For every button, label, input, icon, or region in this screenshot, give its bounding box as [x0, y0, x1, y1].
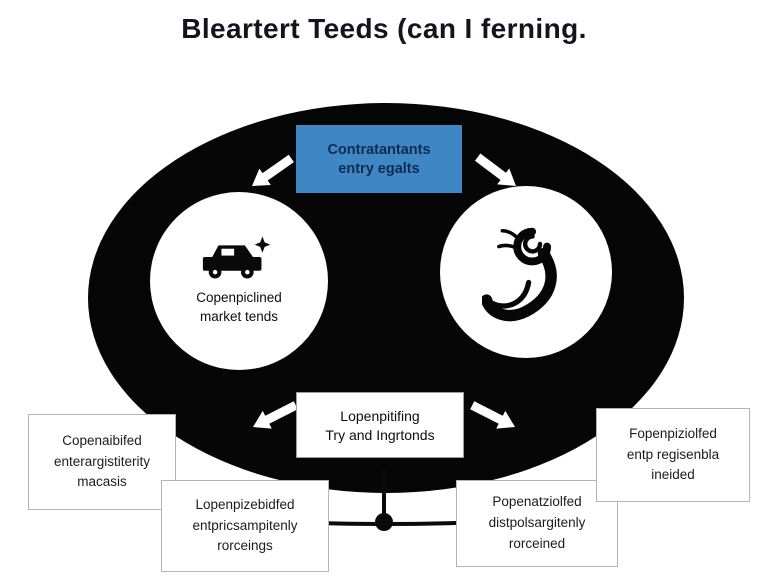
- car-sparkle-icon: [202, 236, 271, 279]
- top-label-line1: Contratantants: [327, 141, 431, 158]
- top-label-box: Contratantants entry egalts: [296, 125, 462, 193]
- left-circle: Copenpiclined market tends: [150, 192, 328, 370]
- left-circle-line1: Copenpiclined: [196, 290, 282, 306]
- outer-box-right-line1: Fopenpiziolfed: [629, 425, 717, 441]
- bottom-label-line2: Try and Ingrtonds: [325, 426, 435, 443]
- outer-box-center-left-line1: Lopenpizebidfed: [195, 496, 295, 512]
- page-title: Bleartert Teeds (can I ferning.: [181, 13, 587, 44]
- outer-box-right-line2: entp regisenbla: [626, 446, 720, 462]
- outer-box-right-line3: ineided: [651, 467, 695, 483]
- outer-box-right: Fopenpiziolfed entp regisenbla ineided: [596, 408, 750, 502]
- outer-box-center-right-line3: rorceined: [508, 535, 566, 551]
- left-circle-label: Copenpiclined market tends: [196, 289, 282, 325]
- bottom-label-box: Lopenpitifing Try and Ingrtonds: [296, 392, 464, 458]
- left-circle-line2: market tends: [199, 308, 279, 324]
- outer-box-center-left: Lopenpizebidfed entpricsampitenly rorcei…: [161, 480, 329, 572]
- top-label-line2: entry egalts: [338, 160, 420, 177]
- right-circle: [440, 186, 612, 358]
- outer-box-left-line3: macasis: [77, 474, 127, 490]
- outer-box-left: Copenaibifed enterargistiterity macasis: [28, 414, 176, 510]
- outer-box-left-line2: enterargistiterity: [53, 453, 151, 469]
- swirl-ornament-icon: [482, 227, 557, 322]
- connector-dot: [375, 513, 393, 531]
- bottom-label-line1: Lopenpitifing: [340, 407, 420, 424]
- outer-box-center-left-line3: rorceings: [217, 538, 273, 554]
- outer-box-center-right-line2: distpolsargitenly: [488, 515, 586, 531]
- outer-box-center-right: Popenatziolfed distpolsargitenly rorcein…: [456, 480, 618, 567]
- outer-box-center-right-line1: Popenatziolfed: [492, 494, 582, 510]
- outer-box-center-left-line2: entpricsampitenly: [192, 517, 298, 533]
- outer-box-left-line1: Copenaibifed: [62, 432, 142, 448]
